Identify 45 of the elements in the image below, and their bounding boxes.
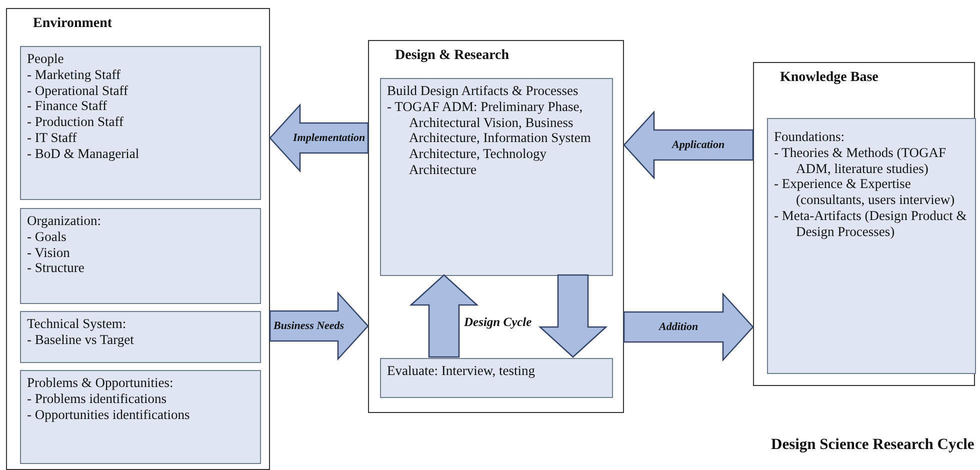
- block-arrow: [538, 274, 608, 358]
- list-item: - TOGAF ADM: Preliminary Phase, Architectural Vision, Business Architecture, Information System Architecture, Technology Architecture: [387, 98, 592, 178]
- list-item: - Operational Staff: [27, 82, 129, 98]
- section-heading: Problems & Opportunities:: [27, 375, 174, 391]
- section-heading: Organization:: [27, 213, 102, 229]
- section-heading: Technical System:: [27, 316, 128, 332]
- list-item: - BoD & Managerial: [27, 146, 140, 162]
- diagram-title: Design Science Research Cycle: [771, 436, 974, 454]
- panel: [6, 8, 270, 470]
- list-item: - Structure: [27, 260, 86, 276]
- list-item: - Baseline vs Target: [27, 332, 135, 348]
- section-heading: People: [27, 51, 65, 67]
- content-box: [20, 370, 261, 464]
- cycle-label: Design Cycle: [464, 315, 532, 330]
- content-box: [20, 46, 261, 200]
- list-item: - Experience & Expertise (consultants, users interview): [774, 176, 956, 208]
- content-box: [20, 311, 261, 363]
- edge-label: Business Needs: [272, 320, 346, 332]
- list-item: - Marketing Staff: [27, 66, 122, 83]
- edge-label: Application: [671, 139, 726, 151]
- panel: [368, 40, 624, 413]
- section-heading: Foundations:: [774, 129, 846, 145]
- list-item: - Problems identifications: [27, 390, 168, 407]
- panel-heading: Knowledge Base: [780, 70, 878, 86]
- list-item: - Finance Staff: [27, 98, 108, 114]
- list-item: - Opportunities identifications: [27, 406, 191, 422]
- list-item: - Production Staff: [27, 114, 124, 130]
- content-box: [380, 78, 613, 276]
- edge-label: Implementation: [292, 132, 366, 144]
- list-item: - Meta-Artifacts (Design Product & Design Processes): [774, 208, 968, 240]
- list-item: - IT Staff: [27, 130, 78, 146]
- content-box: [767, 118, 976, 374]
- content-box: [380, 358, 613, 398]
- list-item: - Theories & Methods (TOGAF ADM, literature studies): [774, 144, 947, 176]
- panel-heading: Environment: [33, 16, 112, 32]
- list-item: - Vision: [27, 244, 71, 260]
- edge-label: Addition: [658, 321, 700, 333]
- list-item: - Goals: [27, 228, 68, 245]
- section-heading: Evaluate: Interview, testing: [387, 363, 536, 379]
- section-heading: Build Design Artifacts & Processes: [387, 83, 580, 99]
- block-arrow: [409, 274, 479, 358]
- content-box: [20, 208, 261, 304]
- panel-heading: Design & Research: [395, 48, 510, 64]
- panel: [753, 62, 975, 386]
- block-arrow: [623, 292, 754, 362]
